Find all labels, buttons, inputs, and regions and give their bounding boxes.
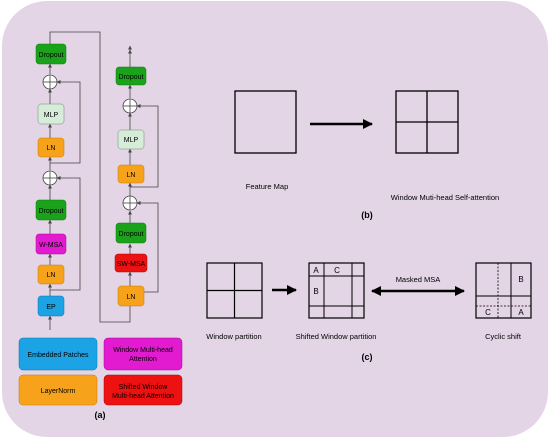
legend-window-msa-line2: Attention bbox=[129, 356, 157, 363]
window-partition-label: Window partition bbox=[206, 332, 261, 341]
feature-map-square bbox=[234, 90, 297, 154]
col1-mlp: MLP bbox=[44, 112, 59, 119]
legend-shifted-msa-line2: Multi-head Attention bbox=[112, 393, 174, 400]
panel-a-label: (a) bbox=[95, 410, 106, 420]
feature-map-label: Feature Map bbox=[246, 182, 289, 191]
masked-msa-label: Masked MSA bbox=[396, 275, 441, 284]
panel-c bbox=[206, 262, 532, 319]
col1-ep: EP bbox=[46, 304, 56, 311]
add-nodes bbox=[42, 74, 138, 211]
add-node bbox=[42, 74, 58, 90]
shifted-letter-c: C bbox=[334, 266, 340, 275]
legend-shifted-msa-line1: Shifted Window bbox=[119, 384, 169, 391]
add-node bbox=[42, 170, 58, 186]
col2-ln-bottom: LN bbox=[127, 294, 136, 301]
legend: Embedded Patches Window Multi-head Atten… bbox=[18, 337, 183, 406]
col1-dropout-mid: Dropout bbox=[39, 208, 64, 215]
panel-b bbox=[234, 90, 459, 154]
panel-b-label: (b) bbox=[361, 210, 373, 220]
cyclic-letter-c: C bbox=[485, 308, 491, 317]
add-node bbox=[122, 195, 138, 211]
col2-ln-mid: LN bbox=[127, 172, 136, 179]
window-attention-label: Window Muti-head Self-attention bbox=[391, 193, 499, 202]
col2-swmsa: SW-MSA bbox=[117, 261, 146, 268]
panel-c-label: (c) bbox=[362, 352, 373, 362]
cyclic-letter-b: B bbox=[518, 275, 523, 284]
legend-embedded-patches: Embedded Patches bbox=[27, 352, 89, 359]
legend-layernorm: LayerNorm bbox=[41, 388, 76, 395]
col1-ln-mid: LN bbox=[47, 145, 56, 152]
shifted-letter-a: A bbox=[313, 266, 319, 275]
add-node bbox=[122, 98, 138, 114]
shifted-window-grid bbox=[308, 262, 365, 319]
col1-dropout-top: Dropout bbox=[39, 52, 64, 59]
cyclic-shift-grid bbox=[475, 262, 532, 319]
cyclic-shift-label: Cyclic shift bbox=[485, 332, 522, 341]
col2-mlp: MLP bbox=[124, 137, 139, 144]
column-1-blocks: Dropout MLP LN Dropout W-MSA LN EP bbox=[35, 43, 67, 317]
shifted-letter-b: B bbox=[313, 287, 318, 296]
col2-dropout-mid: Dropout bbox=[119, 231, 144, 238]
col2-dropout-top: Dropout bbox=[119, 74, 144, 81]
cyclic-letter-a: A bbox=[518, 308, 524, 317]
col1-wmsa: W-MSA bbox=[39, 242, 63, 249]
legend-window-msa-line1: Window Multi-head bbox=[113, 347, 173, 354]
column-2-blocks: Dropout MLP LN Dropout SW-MSA LN bbox=[114, 66, 148, 307]
col1-ln-bottom: LN bbox=[47, 272, 56, 279]
shifted-window-partition-label: Shifted Window partition bbox=[296, 332, 377, 341]
